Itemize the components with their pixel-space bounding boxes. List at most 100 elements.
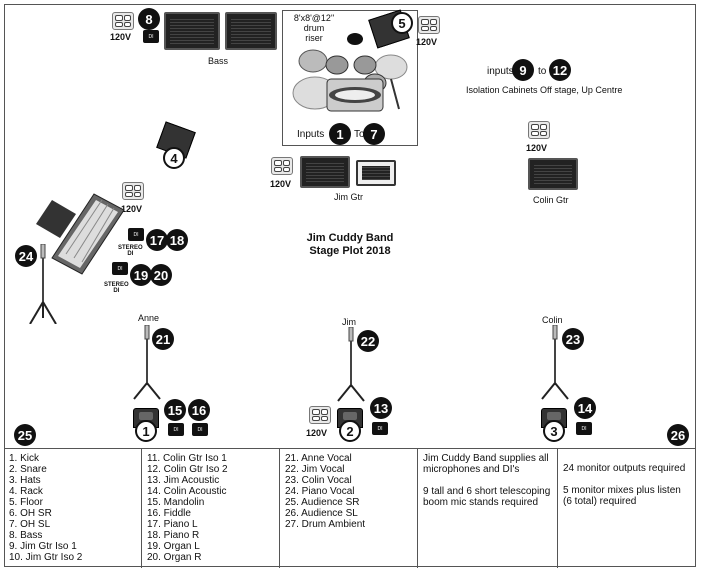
jim-gtr-amp: [300, 156, 350, 188]
legend-item: 1. Kick: [9, 453, 40, 464]
legend-column-2: 11. Colin Gtr Iso 1 12. Colin Gtr Iso 2 …: [142, 449, 280, 568]
badge-4: 4: [163, 147, 185, 169]
riser-inputs-label: Inputs: [297, 129, 325, 140]
power-outlet-icon: [122, 182, 144, 200]
power-voltage-label: 120V: [526, 143, 548, 153]
legend-column-4: Jim Cuddy Band supplies all microphones …: [418, 449, 558, 568]
legend-item: 24. Piano Vocal: [285, 486, 355, 497]
power-voltage-label: 120V: [270, 179, 292, 189]
badge-8: 8: [138, 8, 160, 30]
legend-item: 22. Jim Vocal: [285, 464, 345, 475]
power-outlet-icon: [309, 406, 331, 424]
legend-item: 21. Anne Vocal: [285, 453, 352, 464]
monitor-2-badge: 2: [339, 420, 361, 442]
legend-column-3: 21. Anne Vocal 22. Jim Vocal 23. Colin V…: [280, 449, 418, 568]
legend-item: 9. Jim Gtr Iso 1: [9, 541, 77, 552]
power-voltage-label: 120V: [306, 428, 328, 438]
monitor-1-badge: 1: [135, 420, 157, 442]
legend-item: 23. Colin Vocal: [285, 475, 352, 486]
drum-kit-icon: [292, 33, 408, 112]
badge-19: 19: [130, 264, 152, 286]
jim-gtr-label: Jim Gtr: [334, 192, 363, 202]
input-list-legend: 1. Kick 2. Snare 3. Hats 4. Rack 5. Floo…: [4, 448, 696, 568]
legend-item: 17. Piano L: [147, 519, 198, 530]
di-box-icon: DI: [168, 423, 184, 436]
riser-to-label: To: [354, 129, 365, 140]
di-box-icon: DI: [576, 422, 592, 435]
badge-24: 24: [15, 245, 37, 267]
badge-7: 7: [363, 123, 385, 145]
legend-note-mics: Jim Cuddy Band supplies all microphones …: [423, 453, 549, 475]
legend-column-5: 24 monitor outputs required 5 monitor mi…: [558, 449, 696, 568]
legend-item: 20. Organ R: [147, 552, 202, 563]
stage-plot-frame: [4, 4, 696, 567]
badge-26: 26: [667, 424, 689, 446]
legend-item: 14. Colin Acoustic: [147, 486, 227, 497]
anne-label: Anne: [138, 313, 160, 323]
power-outlet-icon: [271, 157, 293, 175]
piano-organ-icon: [36, 193, 125, 275]
bass-amp-cabinet: [164, 12, 220, 50]
stereo-di-box-icon: DI: [112, 262, 128, 275]
badge-25: 25: [14, 424, 36, 446]
power-outlet-icon: [528, 121, 550, 139]
badge-18: 18: [166, 229, 188, 251]
badge-17: 17: [146, 229, 168, 251]
legend-item: 8. Bass: [9, 530, 43, 541]
badge-15: 15: [164, 399, 186, 421]
power-outlet-icon: [112, 12, 134, 30]
badge-5: 5: [391, 12, 413, 34]
legend-item: 27. Drum Ambient: [285, 519, 366, 530]
legend-item: 6. OH SR: [9, 508, 52, 519]
legend-item: 18. Piano R: [147, 530, 200, 541]
mic-stand-icon: [29, 244, 57, 324]
badge-13: 13: [370, 397, 392, 419]
badge-22: 22: [357, 330, 379, 352]
legend-item: 26. Audience SL: [285, 508, 358, 519]
legend-item: 4. Rack: [9, 486, 43, 497]
mic-stand-icon: [337, 327, 365, 402]
colin-gtr-label: Colin Gtr: [533, 195, 569, 205]
power-voltage-label: 120V: [416, 37, 438, 47]
badge-12: 12: [549, 59, 571, 81]
jim-label: Jim: [342, 317, 356, 327]
legend-item: 15. Mandolin: [147, 497, 205, 508]
legend-item: 5. Floor: [9, 497, 43, 508]
legend-item: 3. Hats: [9, 475, 41, 486]
legend-item: 19. Organ L: [147, 541, 200, 552]
iso-to-label: to: [538, 66, 547, 77]
colin-gtr-amp: [528, 158, 578, 190]
colin-label: Colin: [542, 315, 563, 325]
di-box-icon: DI: [372, 422, 388, 435]
legend-note-monitor-mixes: 5 monitor mixes plus listen (6 total) re…: [563, 485, 681, 507]
legend-item: 10. Jim Gtr Iso 2: [9, 552, 83, 563]
iso-cabinets-note: Isolation Cabinets Off stage, Up Centre: [466, 85, 623, 95]
monitor-3-badge: 3: [543, 420, 565, 442]
power-voltage-label: 120V: [110, 32, 132, 42]
jim-gtr-head: [356, 160, 396, 186]
mic-stand-icon: [133, 325, 161, 400]
legend-item: 7. OH SL: [9, 519, 51, 530]
badge-23: 23: [562, 328, 584, 350]
bass-label: Bass: [208, 56, 229, 66]
di-box-icon: DI: [143, 30, 159, 43]
iso-inputs-label: inputs: [487, 66, 514, 77]
di-box-icon: DI: [192, 423, 208, 436]
legend-item: 12. Colin Gtr Iso 2: [147, 464, 228, 475]
badge-14: 14: [574, 397, 596, 419]
legend-item: 16. Fiddle: [147, 508, 191, 519]
power-outlet-icon: [418, 16, 440, 34]
bass-speaker-cabinet: [225, 12, 277, 50]
legend-note-monitor-outputs: 24 monitor outputs required: [563, 463, 686, 474]
badge-16: 16: [188, 399, 210, 421]
badge-1: 1: [329, 123, 351, 145]
mic-stand-icon: [541, 325, 569, 400]
stereo-di-box-icon: DI: [128, 228, 144, 241]
legend-item: 25. Audience SR: [285, 497, 360, 508]
legend-item: 2. Snare: [9, 464, 47, 475]
badge-20: 20: [150, 264, 172, 286]
